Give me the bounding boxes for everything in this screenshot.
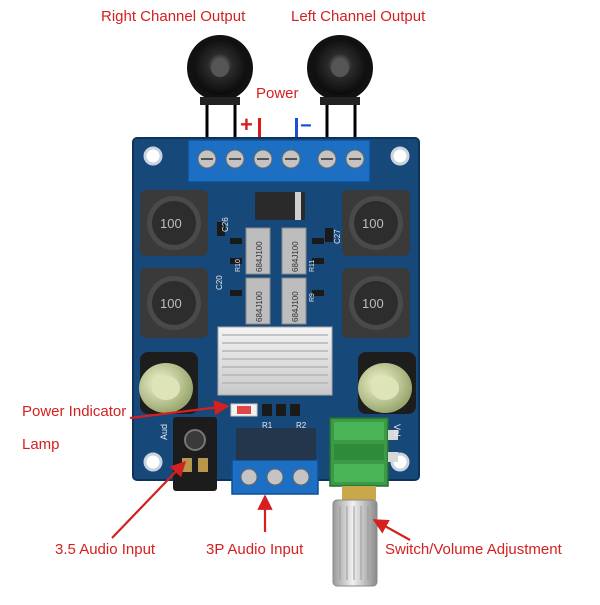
- minus-sign: −: [300, 115, 312, 137]
- left-speaker-icon: [307, 35, 373, 105]
- chip-text-3: 684J100: [255, 291, 264, 322]
- chip-text-2: 684J100: [291, 241, 300, 272]
- c20-text: C20: [215, 275, 224, 290]
- audio-35-input-label: 3.5 Audio Input: [55, 541, 156, 558]
- output-terminal-block: [187, 139, 371, 183]
- silkscreen-text: 100 100 100 100 684J100 684J100 684J100 …: [159, 216, 402, 440]
- switch-volume-label: Switch/Volume Adjustment: [385, 541, 562, 558]
- input-terminal-block-3p: [231, 428, 319, 495]
- electrolytic-capacitor-left: [139, 352, 198, 414]
- inductor-bottom-left: [140, 268, 208, 338]
- power-indicator-led: [230, 403, 258, 417]
- diode: [255, 192, 305, 220]
- arrow-power-indicator: [129, 400, 230, 420]
- annotation-arrows: [111, 400, 411, 541]
- r1-text: R1: [262, 421, 273, 430]
- heatsink: [217, 326, 333, 396]
- power-plus-bar: [258, 118, 261, 140]
- volume-knob: [332, 499, 378, 587]
- plus-sign: +: [240, 112, 253, 137]
- inductors: [140, 190, 410, 338]
- chip-text-1: 684J100: [255, 241, 264, 272]
- right-speaker-icon: [187, 35, 253, 105]
- led-resistors: [262, 404, 300, 416]
- inductor-text-tl: 100: [160, 216, 182, 231]
- aud-text: Aud: [159, 424, 169, 440]
- inductor-text-br: 100: [362, 296, 384, 311]
- r2-text: R2: [296, 421, 307, 430]
- inductor-bottom-right: [342, 268, 410, 338]
- smd-components: [217, 222, 333, 296]
- film-capacitors: [245, 227, 307, 325]
- inductor-text-bl: 100: [160, 296, 182, 311]
- arrow-switch-volume: [372, 519, 411, 541]
- c27-text: C27: [333, 229, 342, 244]
- vol-text: Vol: [392, 424, 402, 437]
- r11-text: R11: [309, 260, 316, 272]
- inductor-top-left: [140, 190, 208, 256]
- inductor-text-tr: 100: [362, 216, 384, 231]
- audio-jack-35: [173, 417, 217, 491]
- right-channel-output-label: Right Channel Output: [101, 8, 246, 25]
- audio-3p-input-label: 3P Audio Input: [206, 541, 304, 558]
- left-channel-output-label: Left Channel Output: [291, 8, 426, 25]
- power-indicator-label: Power Indicator: [22, 403, 127, 420]
- r9-text: R9: [309, 293, 316, 302]
- power-minus-bar: [295, 118, 298, 140]
- lamp-label: Lamp: [22, 436, 60, 453]
- c26-text: C26: [221, 217, 230, 232]
- power-label: Power: [256, 85, 299, 102]
- electrolytic-capacitor-right: [358, 352, 416, 414]
- inductor-top-right: [342, 190, 410, 256]
- chip-text-4: 684J100: [291, 291, 300, 322]
- volume-potentiometer: [329, 417, 398, 500]
- r10-text: R10: [235, 259, 242, 272]
- arrow-35-audio: [111, 460, 187, 539]
